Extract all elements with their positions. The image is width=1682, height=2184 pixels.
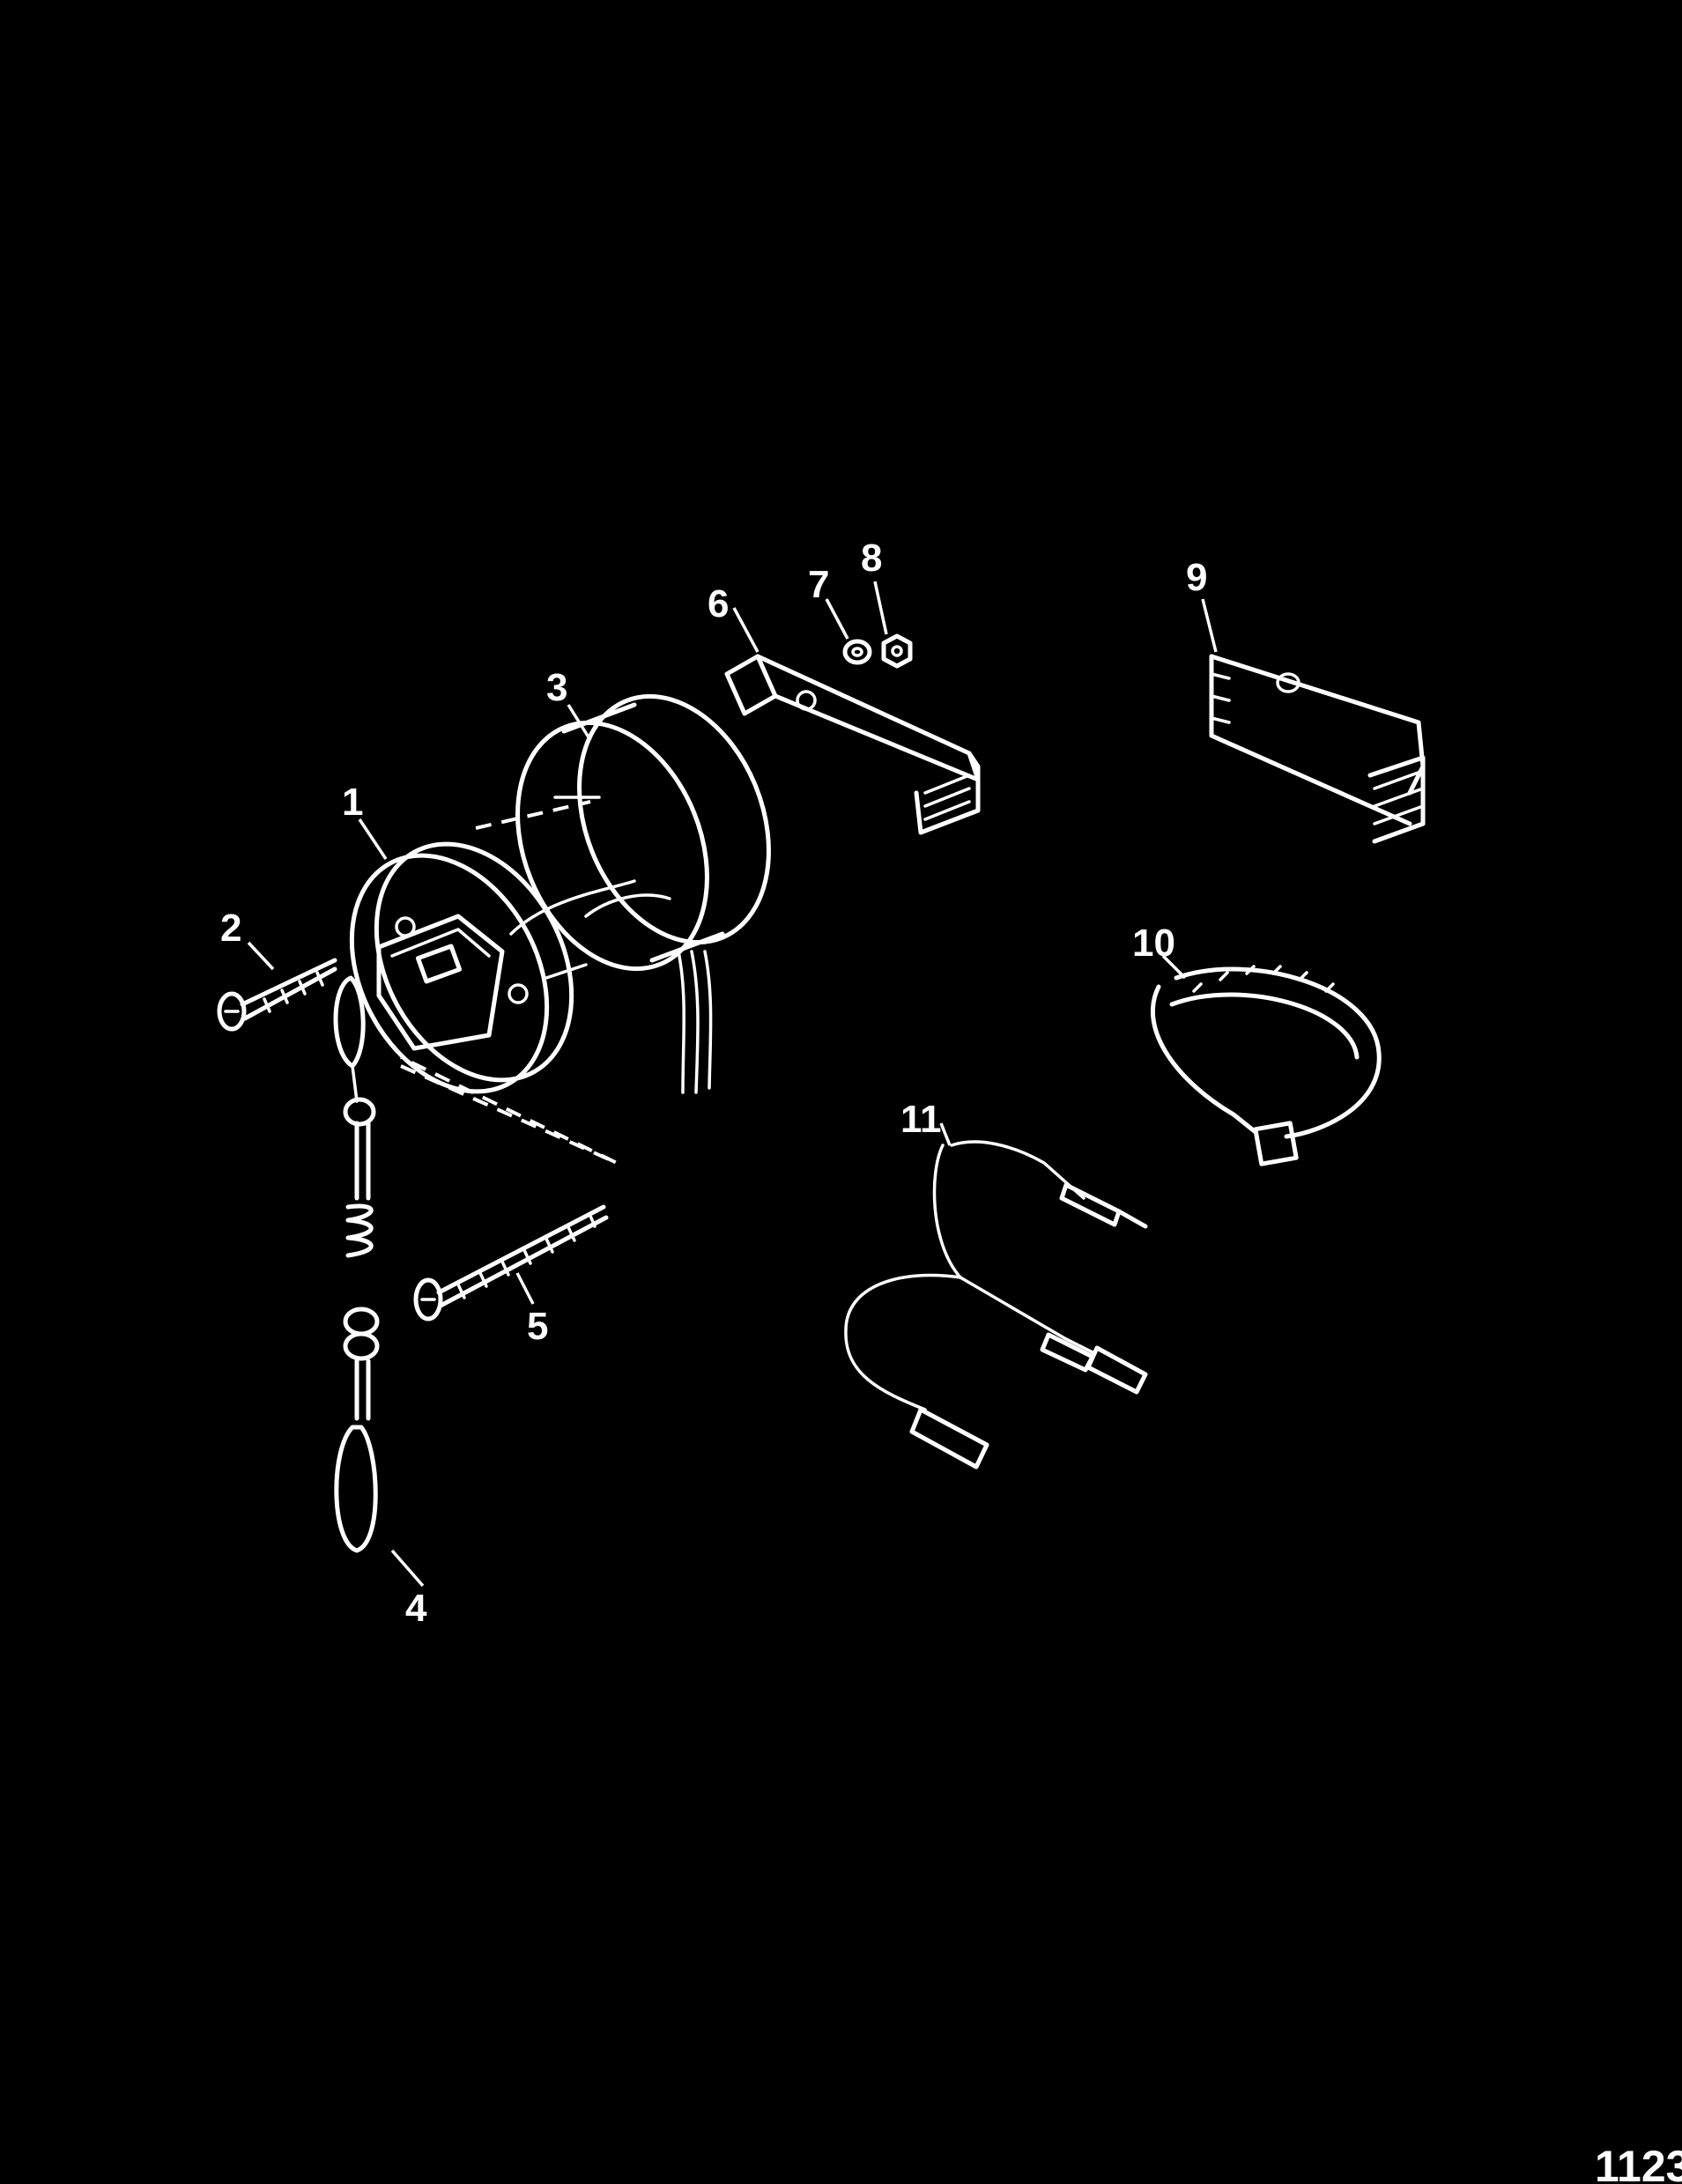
callout-4: 4 [405,1587,427,1630]
part-1-switch-housing [349,841,588,1094]
leader-lines [247,581,1218,1588]
callout-5: 5 [527,1305,548,1348]
callout-9: 9 [1186,556,1207,599]
figure-id: 11236 [1595,2142,1682,2184]
callout-2: 2 [220,907,241,950]
callout-11: 11 [900,1098,942,1141]
part-8-nut [881,633,913,669]
part-11-wire-harness [844,1140,1148,1470]
callout-10: 10 [1132,922,1175,965]
part-2-screw [217,958,337,1032]
part-3-ring-shell [475,693,771,1094]
part-5-long-screw [400,1055,618,1322]
part-4-lanyard [333,975,380,1553]
part-7-washer [842,639,872,665]
callout-7: 7 [808,563,829,606]
callout-labels: 1 2 3 4 5 6 7 8 9 10 11 [220,537,1207,1630]
callout-1: 1 [342,781,363,824]
callout-8: 8 [861,537,882,580]
callout-3: 3 [546,666,567,709]
callout-6: 6 [708,582,729,626]
part-6-bracket [724,654,981,835]
part-10-strap-clamp [1150,965,1382,1166]
part-9-finned-bracket [1209,654,1426,844]
